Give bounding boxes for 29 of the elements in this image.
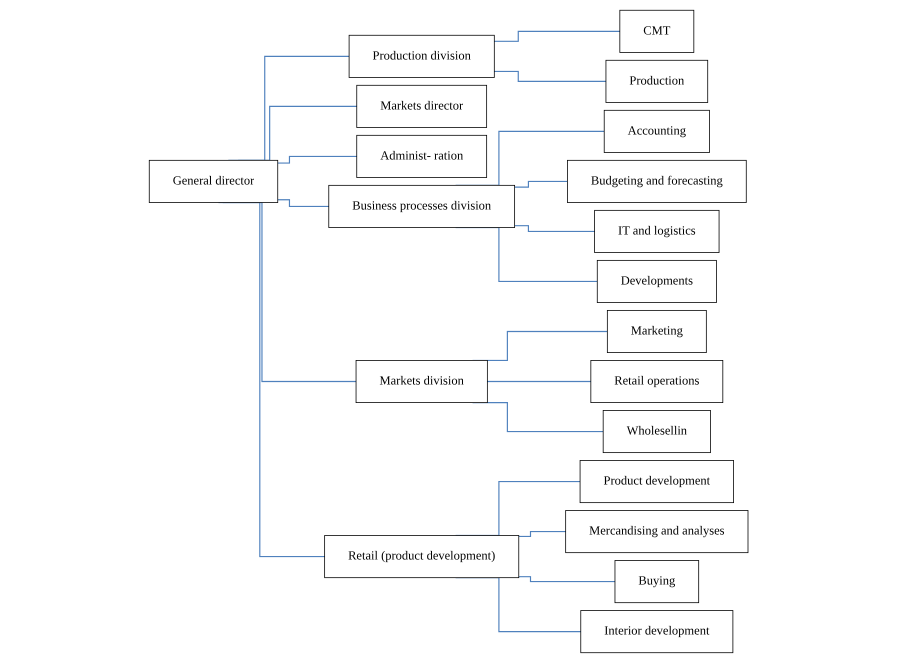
connector	[494, 70, 606, 82]
node-box: Buying	[614, 560, 700, 604]
connector	[278, 156, 358, 164]
connector	[515, 180, 568, 188]
node-box: Interior development	[580, 610, 734, 654]
node-box: IT and logistics	[594, 210, 720, 253]
connector	[519, 531, 566, 538]
node-box: Developments	[597, 260, 718, 303]
connector	[278, 199, 330, 208]
node-box: Product development	[580, 460, 734, 504]
node-box: Business processes division	[328, 184, 516, 228]
node-box: Marketing	[607, 310, 708, 353]
connector	[519, 576, 616, 582]
connector	[494, 30, 620, 42]
node-box: Administ- ration	[356, 134, 488, 178]
node-box: Markets director	[356, 84, 488, 128]
node-box: Accounting	[604, 110, 710, 153]
node-box: Retail operations	[590, 360, 724, 404]
node-box: Production	[606, 60, 708, 103]
node-box: Retail (product development)	[324, 535, 520, 578]
node-box: Budgeting and forecasting	[567, 160, 748, 203]
node-box: Wholesellin	[603, 410, 712, 454]
connector	[488, 380, 592, 382]
connector	[515, 225, 595, 232]
node-box: Mercandising and analyses	[566, 510, 749, 554]
node-box: CMT	[620, 10, 695, 53]
node-box: Markets division	[356, 360, 488, 404]
node-box: General director	[149, 160, 278, 203]
node-box: Production division	[349, 34, 496, 78]
